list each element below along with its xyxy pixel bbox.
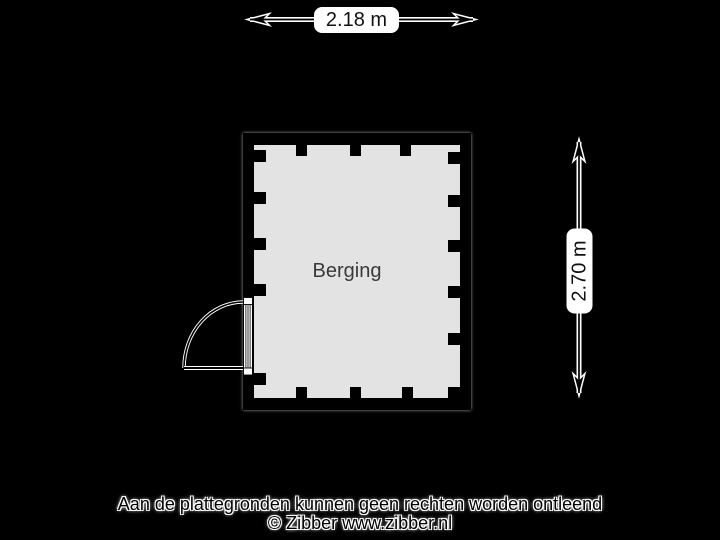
wall-post [296, 387, 307, 398]
wall-post [296, 145, 307, 156]
wall-post [254, 284, 266, 296]
door-swing-arc [182, 300, 244, 370]
height-dimension-label: 2.70 m [566, 228, 593, 314]
wall-post [402, 387, 413, 398]
wall-post [350, 145, 361, 156]
wall-post [254, 150, 266, 162]
width-dimension-label: 2.18 m [314, 7, 399, 33]
wall-post [400, 145, 411, 156]
wall-post [254, 238, 266, 250]
wall-post [254, 373, 266, 385]
wall-post [448, 195, 460, 207]
height-dimension-text: 2.70 m [568, 240, 590, 302]
footer-disclaimer: Aan de plattegronden kunnen geen rechten… [117, 494, 603, 514]
wall-post [448, 387, 460, 398]
wall-post [448, 333, 460, 345]
floor-plan-room [243, 133, 471, 410]
wall-post [254, 192, 266, 204]
room-label: Berging [312, 260, 382, 282]
wall-post [448, 286, 460, 298]
footer-copyright: © Zibber www.zibber.nl [267, 513, 453, 533]
wall-post [448, 240, 460, 252]
wall-post [350, 387, 361, 398]
door-frame [243, 297, 253, 376]
wall-post [448, 152, 460, 164]
width-dimension-text: 2.18 m [325, 8, 388, 31]
